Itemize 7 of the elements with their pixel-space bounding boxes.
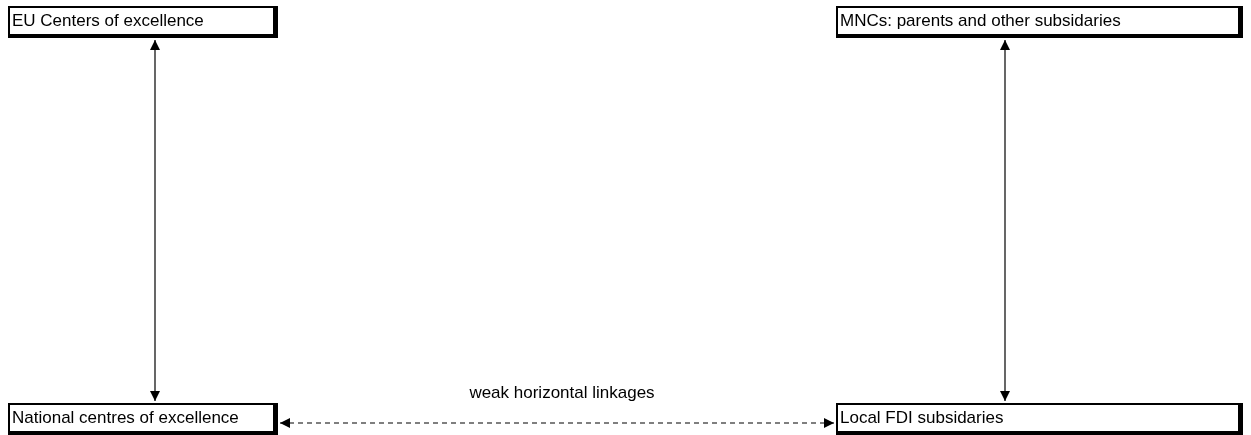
arrow: [1000, 39, 1010, 402]
arrow: [279, 418, 835, 428]
arrow: [150, 39, 160, 402]
text-box: MNCs: parents and other subsidaries: [836, 6, 1243, 38]
text-box: EU Centers of excellence: [8, 6, 278, 38]
text-box: National centres of excellence: [8, 403, 278, 435]
text-box: Local FDI subsidaries: [836, 403, 1243, 435]
